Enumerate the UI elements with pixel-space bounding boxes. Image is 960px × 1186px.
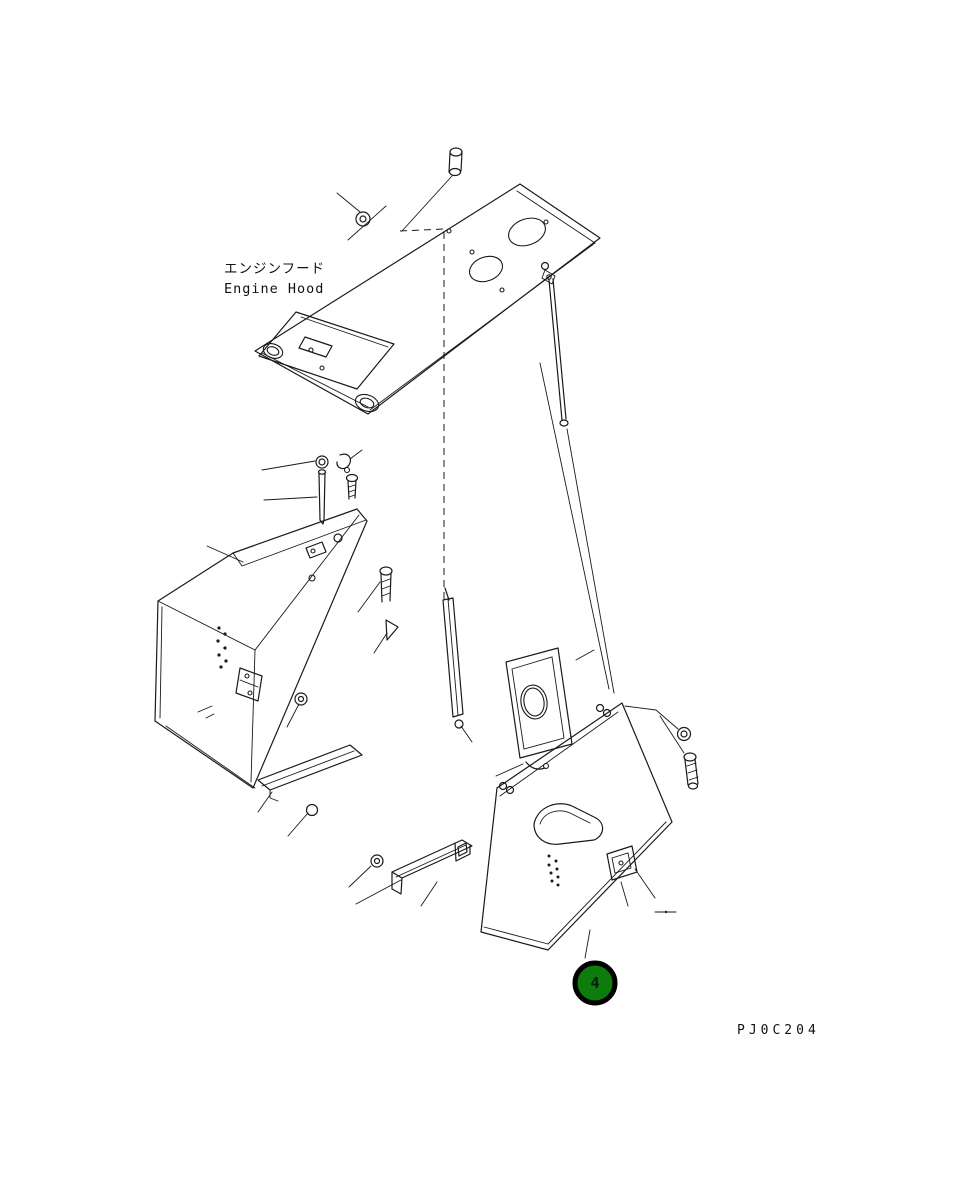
lower-front-panel: [257, 744, 363, 837]
engine-hood-top-panel: [254, 183, 601, 415]
hood-washer: [336, 192, 387, 241]
part-label-japanese: エンジンフード: [224, 261, 325, 277]
callout-number: 4: [590, 974, 599, 992]
callout-4[interactable]: 4: [572, 960, 618, 1006]
part-label-english: Engine Hood: [224, 281, 324, 297]
hinge-parts: [261, 449, 363, 525]
lower-bracket: [348, 839, 473, 907]
left-side-panel-assembly: [154, 508, 368, 789]
hood-bolt: [401, 147, 463, 232]
door-window-frame: [495, 647, 595, 777]
panel-bolt: [357, 566, 399, 654]
gas-strut-lower: [442, 587, 473, 743]
drawing-code: PJ0C204: [737, 1023, 820, 1038]
side-bolt-washer: [624, 705, 699, 790]
alignment-lines: [399, 228, 615, 694]
right-side-door: [480, 702, 677, 959]
callout-circle[interactable]: [572, 960, 618, 1006]
gas-strut-upper: [540, 261, 569, 427]
